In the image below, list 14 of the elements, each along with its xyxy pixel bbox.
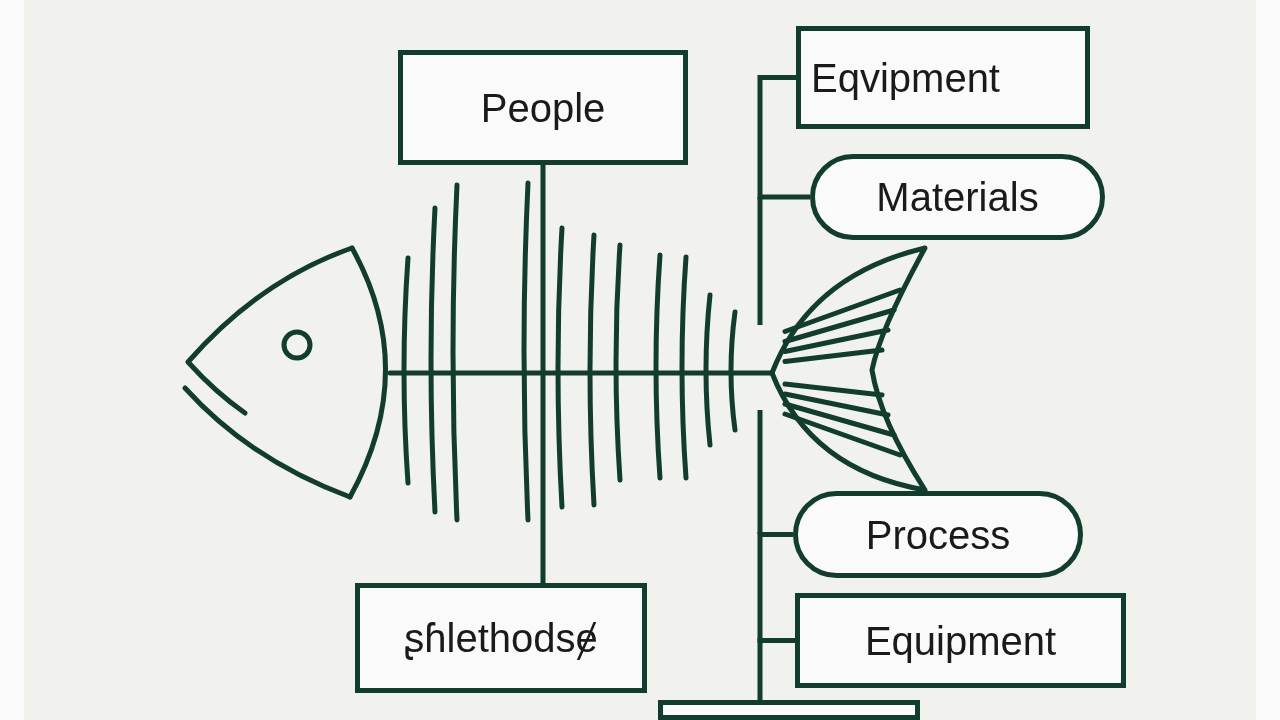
label-box (355, 583, 647, 693)
connector-line (540, 165, 546, 583)
label-box (795, 593, 1126, 688)
connector-line (757, 638, 795, 700)
label-box (398, 50, 688, 165)
connector-line (757, 75, 810, 200)
label-box (796, 26, 1090, 129)
box-label: ʂɦlethodsɇ (404, 618, 598, 658)
label-box (658, 700, 920, 720)
box-label: Equipment (864, 620, 1057, 661)
box-label: People (480, 87, 606, 128)
box-label: Materials (876, 177, 1039, 217)
box-label: Eqvipment (811, 57, 1000, 98)
box-label: Process (865, 514, 1011, 555)
